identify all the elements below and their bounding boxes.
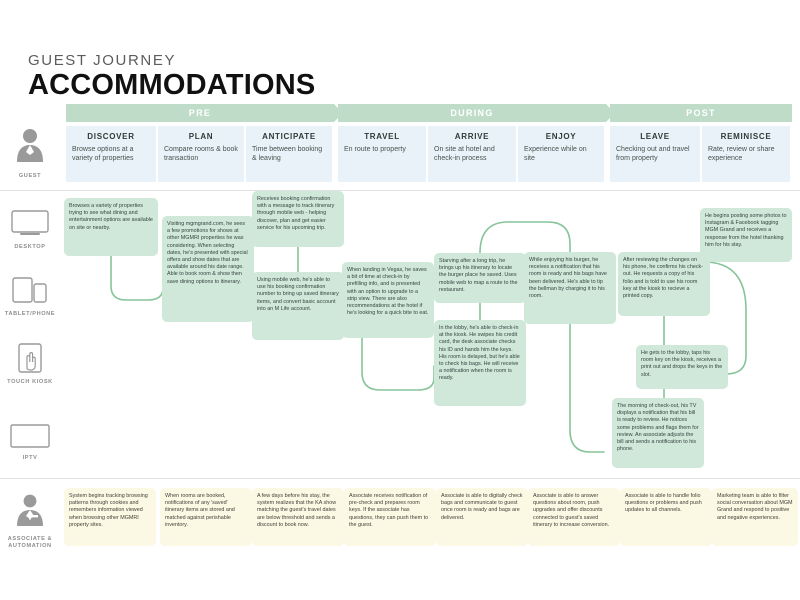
stage-description: Compare rooms & book transaction	[164, 146, 238, 162]
connector-path	[703, 261, 747, 375]
journey-card-kiosk-arrive[interactable]: In the lobby, he's able to check-in at t…	[434, 320, 526, 406]
stage-name: PLAN	[188, 132, 214, 141]
touch-kiosk-icon	[0, 340, 60, 376]
journey-card-associate-enjoy[interactable]: Associate is able to answer questions ab…	[528, 488, 620, 546]
journey-card-associate-plan[interactable]: When rooms are booked, notifications of …	[160, 488, 252, 546]
card-text: Associate is able to handle folio questi…	[625, 493, 702, 514]
stage-name: TRAVEL	[364, 132, 400, 141]
lane-label: GUEST	[18, 173, 42, 179]
card-text: After reviewing the changes on his phone…	[623, 257, 703, 300]
journey-card-associate-arrive[interactable]: Associate is able to digitally check bag…	[436, 488, 528, 546]
stage-description: Browse options at a variety of propertie…	[72, 146, 134, 162]
card-text: He gets to the lobby, taps his room key …	[641, 350, 723, 378]
lane-kiosk[interactable]: TOUCH KIOSK	[0, 340, 60, 386]
journey-card-mobile-arrive[interactable]: Starving after a long trip, he brings up…	[434, 253, 526, 303]
journey-card-mobile-leave[interactable]: After reviewing the changes on his phone…	[618, 252, 710, 316]
card-text: He begins posting some photos to Instagr…	[705, 213, 787, 248]
card-text: The morning of check-out, his TV display…	[617, 403, 699, 453]
stage-name: LEAVE	[640, 132, 670, 141]
card-text: In the lobby, he's able to check-in at t…	[439, 325, 520, 382]
connector-path	[479, 221, 571, 254]
stage-column-discover[interactable]: DISCOVER Browse options at a variety of p…	[66, 126, 158, 182]
divider-associate	[0, 478, 800, 479]
stage-column-reminisce[interactable]: REMINISCE Rate, review or share experienc…	[702, 126, 792, 182]
stage-column-arrive[interactable]: ARRIVE On site at hotel and check-in proc…	[428, 126, 518, 182]
journey-card-kiosk-leave[interactable]: He gets to the lobby, taps his room key …	[636, 345, 728, 389]
stage-name: REMINISCE	[720, 132, 772, 141]
card-text: Associate receives notification of pre-c…	[349, 493, 429, 528]
divider-guest	[0, 190, 800, 191]
journey-card-desktop-discover[interactable]: Browses a variety of properties trying t…	[64, 198, 158, 256]
title-main: ACCOMMODATIONS	[28, 69, 316, 101]
stage-column-travel[interactable]: TRAVEL En route to property	[338, 126, 428, 182]
card-text: A few days before his stay, the system r…	[257, 493, 337, 528]
stage-description: On site at hotel and check-in process	[434, 146, 495, 162]
card-text: When landing in Vegas, he saves a bit of…	[347, 267, 429, 317]
journey-card-mobile-anticipate[interactable]: Using mobile web, he's able to use his b…	[252, 272, 344, 340]
card-text: Browses a variety of properties trying t…	[69, 203, 153, 231]
stage-column-plan[interactable]: PLAN Compare rooms & book transaction	[158, 126, 246, 182]
stage-description: Time between booking & leaving	[252, 146, 323, 162]
lane-label: TOUCH KIOSK	[7, 379, 53, 385]
lane-desktop[interactable]: DESKTOP	[0, 205, 60, 251]
journey-card-mobile-enjoy[interactable]: While enjoying his burger, he receives a…	[524, 252, 616, 324]
stage-description: Checking out and travel from property	[616, 146, 690, 162]
card-text: System begins tracking browsing patterns…	[69, 493, 148, 528]
associate-icon	[0, 487, 60, 533]
journey-card-associate-reminisce[interactable]: Marketing team is able to filter social …	[712, 488, 798, 546]
phase-pre: PRE	[66, 104, 343, 122]
lane-associate[interactable]: ASSOCIATE & AUTOMATION	[0, 487, 60, 550]
tv-icon	[0, 420, 60, 452]
stage-column-anticipate[interactable]: ANTICIPATE Time between booking & leaving	[246, 126, 334, 182]
card-text: When rooms are booked, notifications of …	[165, 493, 235, 528]
phase-label: DURING	[450, 108, 494, 118]
card-text: Associate is able to answer questions ab…	[533, 493, 610, 528]
lane-label: DESKTOP	[14, 244, 46, 250]
journey-card-associate-travel[interactable]: Associate receives notification of pre-c…	[344, 488, 436, 546]
card-text: Associate is able to digitally check bag…	[441, 493, 523, 521]
journey-card-associate-anticipate[interactable]: A few days before his stay, the system r…	[252, 488, 344, 546]
card-text: Marketing team is able to filter social …	[717, 493, 793, 521]
stage-name: ANTICIPATE	[262, 132, 316, 141]
phase-label: POST	[686, 108, 716, 118]
phase-label: PRE	[188, 108, 212, 118]
card-text: Starving after a long trip, he brings up…	[439, 258, 518, 293]
journey-card-mobile-reminisce[interactable]: He begins posting some photos to Instagr…	[700, 208, 792, 262]
stage-column-leave[interactable]: LEAVE Checking out and travel from proper…	[610, 126, 702, 182]
journey-card-mobile-travel[interactable]: When landing in Vegas, he saves a bit of…	[342, 262, 434, 338]
journey-card-associate-leave[interactable]: Associate is able to handle folio questi…	[620, 488, 712, 546]
lane-mobile[interactable]: TABLET/PHONE	[0, 272, 60, 318]
monitor-icon	[0, 205, 60, 241]
card-text: Using mobile web, he's able to use his b…	[257, 277, 339, 312]
page-title: GUEST JOURNEY ACCOMMODATIONS	[28, 52, 315, 101]
phase-during: DURING	[338, 104, 615, 122]
journey-card-mobile-anticipate[interactable]: Receives booking confirmation with a mes…	[252, 191, 344, 247]
stage-description: Rate, review or share experience	[708, 146, 775, 162]
tablet-phone-icon	[0, 272, 60, 308]
phase-post: POST	[610, 104, 792, 122]
lane-iptv[interactable]: IPTV	[0, 420, 60, 462]
connector-path	[110, 255, 164, 301]
connector-path	[569, 323, 605, 453]
lane-label: IPTV	[22, 455, 38, 461]
stage-description: Experience while on site	[524, 146, 587, 162]
stage-name: ARRIVE	[454, 132, 490, 141]
title-kicker: GUEST JOURNEY	[28, 52, 177, 69]
card-text: While enjoying his burger, he receives a…	[529, 257, 607, 300]
journey-card-associate-discover[interactable]: System begins tracking browsing patterns…	[64, 488, 156, 546]
lane-guest[interactable]: GUEST	[0, 120, 60, 180]
journey-card-desktop-plan[interactable]: Visiting mgmgrand.com, he sees a few pro…	[162, 216, 254, 322]
lane-label: ASSOCIATE & AUTOMATION	[7, 536, 53, 549]
stage-name: DISCOVER	[87, 132, 135, 141]
journey-card-iptv-leave[interactable]: The morning of check-out, his TV display…	[612, 398, 704, 468]
card-text: Receives booking confirmation with a mes…	[257, 196, 335, 231]
card-text: Visiting mgmgrand.com, he sees a few pro…	[167, 221, 248, 285]
stage-column-enjoy[interactable]: ENJOY Experience while on site	[518, 126, 606, 182]
stage-name: ENJOY	[545, 132, 577, 141]
person-icon	[0, 120, 60, 170]
lane-label: TABLET/PHONE	[4, 311, 56, 317]
stage-description: En route to property	[344, 146, 406, 153]
